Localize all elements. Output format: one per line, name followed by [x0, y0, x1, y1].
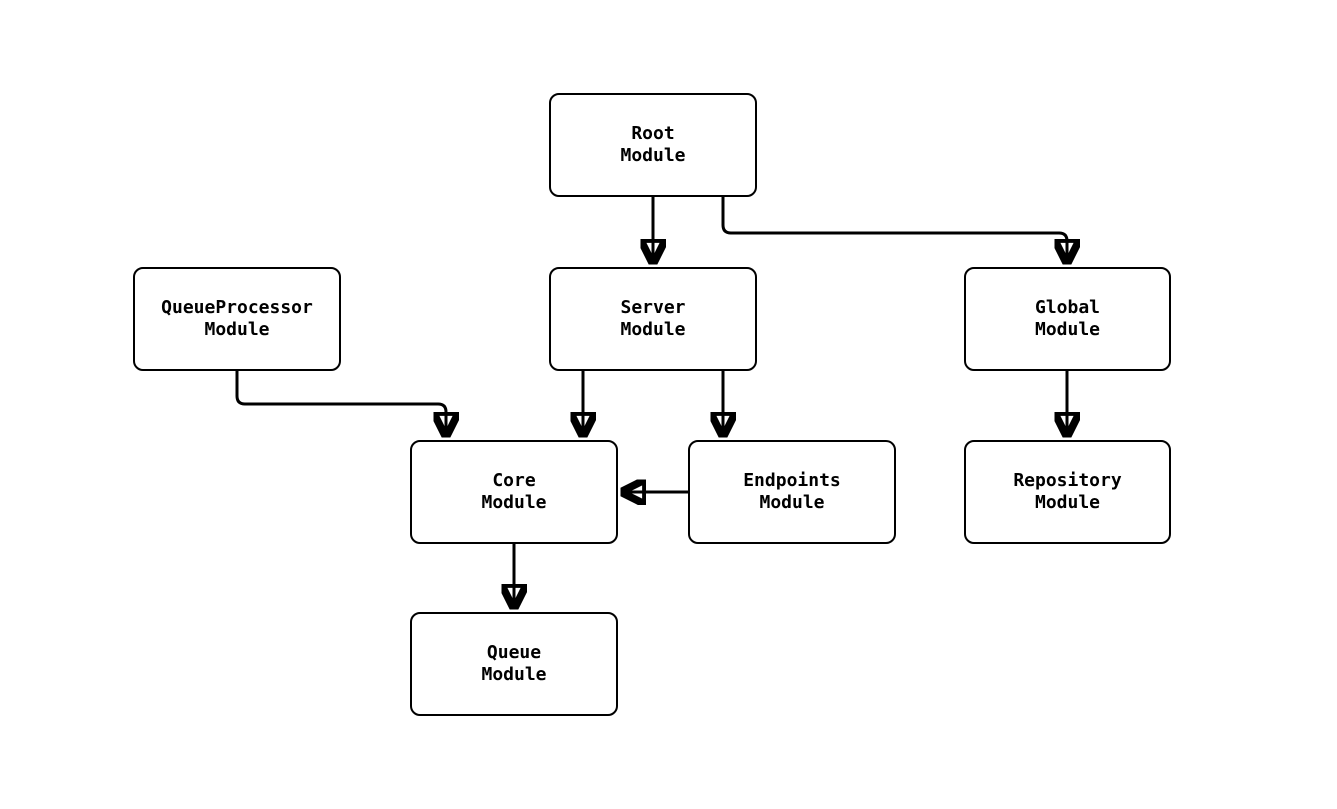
node-queueprocessor-module: QueueProcessor Module — [133, 267, 341, 371]
node-label-suffix: Module — [204, 319, 270, 340]
node-core-module: Core Module — [410, 440, 618, 544]
node-label: QueueProcessor — [161, 297, 313, 318]
node-label: Queue — [486, 642, 542, 663]
node-server-module: Server Module — [549, 267, 757, 371]
node-label: Server — [620, 297, 686, 318]
node-label: Global — [1034, 297, 1101, 318]
node-label: Endpoints — [743, 470, 841, 491]
node-label-suffix: Module — [620, 319, 686, 340]
node-label-suffix: Module — [1034, 492, 1101, 513]
node-label: Repository — [1013, 470, 1122, 491]
node-label-suffix: Module — [481, 664, 547, 685]
node-queue-module: Queue Module — [410, 612, 618, 716]
edge-queueprocessor-to-core — [235, 370, 446, 435]
node-repository-module: Repository Module — [964, 440, 1171, 544]
node-label: Root — [631, 123, 675, 144]
node-label: Core — [492, 470, 536, 491]
node-label-suffix: Module — [759, 492, 825, 513]
node-label-suffix: Module — [620, 145, 686, 166]
node-global-module: Global Module — [964, 267, 1171, 371]
edge-root-to-global — [721, 197, 1067, 262]
node-endpoints-module: Endpoints Module — [688, 440, 896, 544]
node-root-module: Root Module — [549, 93, 757, 197]
node-label-suffix: Module — [1034, 319, 1101, 340]
node-label-suffix: Module — [481, 492, 547, 513]
